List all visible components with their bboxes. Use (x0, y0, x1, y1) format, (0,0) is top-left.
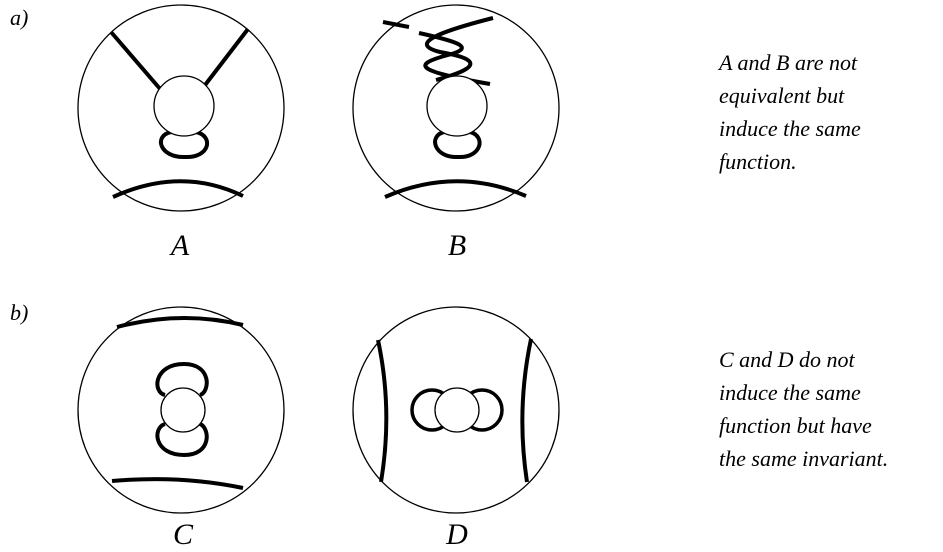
disk-b-bottom-arc (384, 179, 527, 199)
note-ab-line-1: A and B are not (719, 50, 858, 75)
disk-d-right-arc (520, 338, 533, 483)
caption-b: B (447, 229, 467, 262)
note-cd-line-1: C and D do not (719, 347, 855, 372)
disk-c-top-arc (116, 316, 244, 329)
note-ab-line-2: equivalent but (719, 83, 845, 108)
disk-d-left-arc (376, 339, 389, 483)
disk-b-twist-front (382, 20, 491, 86)
disk-d-boundary (352, 306, 560, 514)
part-label-b: b) (10, 300, 29, 325)
disk-b (352, 4, 560, 212)
note-cd-line-3: function but have (719, 413, 872, 438)
disk-d-inner-ball[interactable] (434, 387, 480, 433)
disk-b-twist-back (425, 16, 494, 82)
disk-a-bottom-arc (112, 179, 244, 199)
note-cd-line-4: the same invariant. (719, 446, 889, 471)
disk-c-lower-loop (155, 422, 209, 458)
disk-a (77, 4, 285, 212)
caption-a: A (170, 229, 190, 262)
disk-b-inner-ball[interactable] (426, 75, 488, 137)
disk-c-bottom-arc (111, 477, 244, 490)
note-cd: C and D do not induce the same function … (719, 343, 888, 475)
disk-c-upper-loop (155, 361, 209, 397)
disk-c-boundary (77, 306, 285, 514)
disk-a-inner-ball[interactable] (153, 75, 215, 137)
part-label-a: a) (10, 5, 29, 30)
disk-c (77, 306, 285, 514)
note-cd-line-2: induce the same (719, 380, 861, 405)
disk-a-right-strand (200, 27, 250, 91)
caption-c: C (172, 518, 193, 551)
disk-d (352, 306, 560, 514)
disk-a-loop (159, 130, 210, 160)
disk-c-inner-ball[interactable] (160, 387, 206, 433)
caption-d: D (446, 518, 468, 551)
note-ab: A and B are not equivalent but induce th… (719, 46, 861, 178)
note-ab-line-4: function. (719, 149, 797, 174)
disk-a-left-strand (109, 30, 163, 92)
disk-a-boundary (77, 4, 285, 212)
disk-b-loop (433, 130, 482, 160)
note-ab-line-3: induce the same (719, 116, 861, 141)
disk-b-boundary (352, 4, 560, 212)
